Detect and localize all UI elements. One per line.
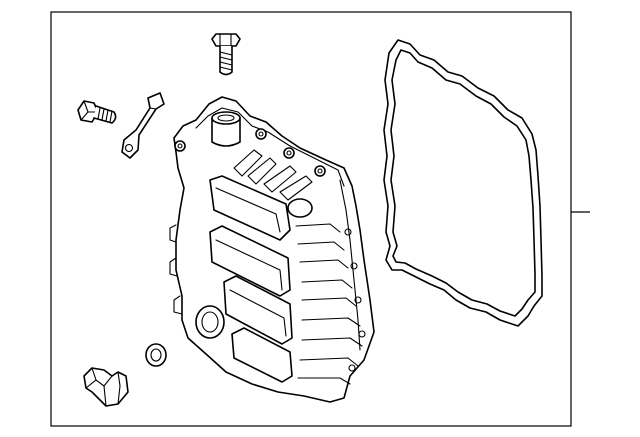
valve-body-cover-icon[interactable] [169, 96, 375, 403]
bolt-top-icon[interactable] [211, 33, 241, 76]
diagram-frame [50, 11, 572, 427]
o-ring-icon[interactable] [145, 343, 167, 367]
gasket-icon[interactable] [383, 39, 543, 327]
bolt-left-icon[interactable] [77, 100, 117, 124]
clip-icon[interactable] [83, 367, 129, 407]
bracket-icon[interactable] [121, 92, 165, 159]
